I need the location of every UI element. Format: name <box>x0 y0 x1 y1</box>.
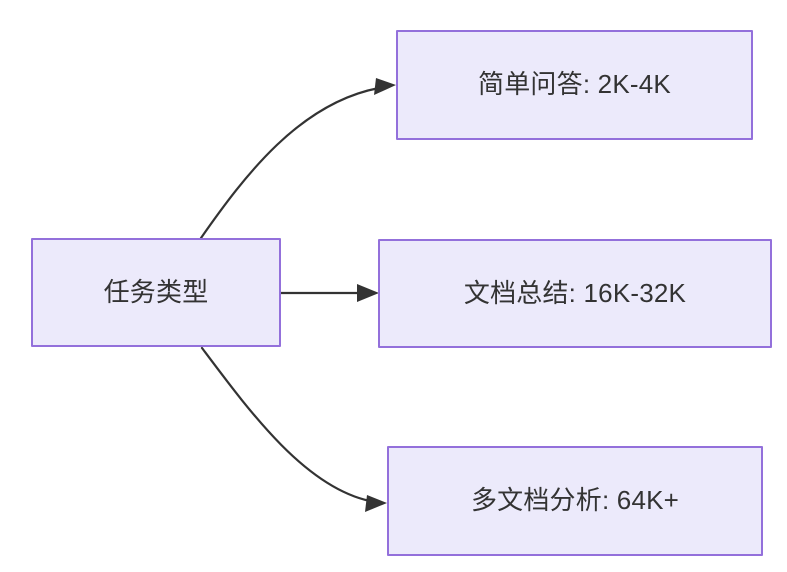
flow-node-task-type-label: 任务类型 <box>103 276 209 307</box>
edge-root-to-doc-summary-arrowhead <box>357 284 379 302</box>
flow-node-doc-summary[interactable]: 文档总结: 16K-32K <box>378 239 772 348</box>
edge-root-to-simple-qa-arrowhead <box>374 78 396 95</box>
edge-root-to-doc-summary <box>279 284 379 302</box>
edge-root-to-multi-doc-arrowhead <box>365 495 387 512</box>
edge-root-to-simple-qa <box>199 78 396 240</box>
flow-node-doc-summary-label: 文档总结: 16K-32K <box>463 277 687 308</box>
flow-node-multi-doc-label: 多文档分析: 64K+ <box>470 485 680 516</box>
edge-root-to-multi-doc <box>200 346 387 512</box>
edge-root-to-multi-doc-path <box>200 346 372 503</box>
flow-node-multi-doc[interactable]: 多文档分析: 64K+ <box>387 446 763 556</box>
flow-node-task-type[interactable]: 任务类型 <box>31 238 281 347</box>
flow-node-simple-qa[interactable]: 简单问答: 2K-4K <box>396 30 753 140</box>
edge-root-to-simple-qa-path <box>199 86 381 240</box>
flow-node-simple-qa-label: 简单问答: 2K-4K <box>478 69 671 100</box>
